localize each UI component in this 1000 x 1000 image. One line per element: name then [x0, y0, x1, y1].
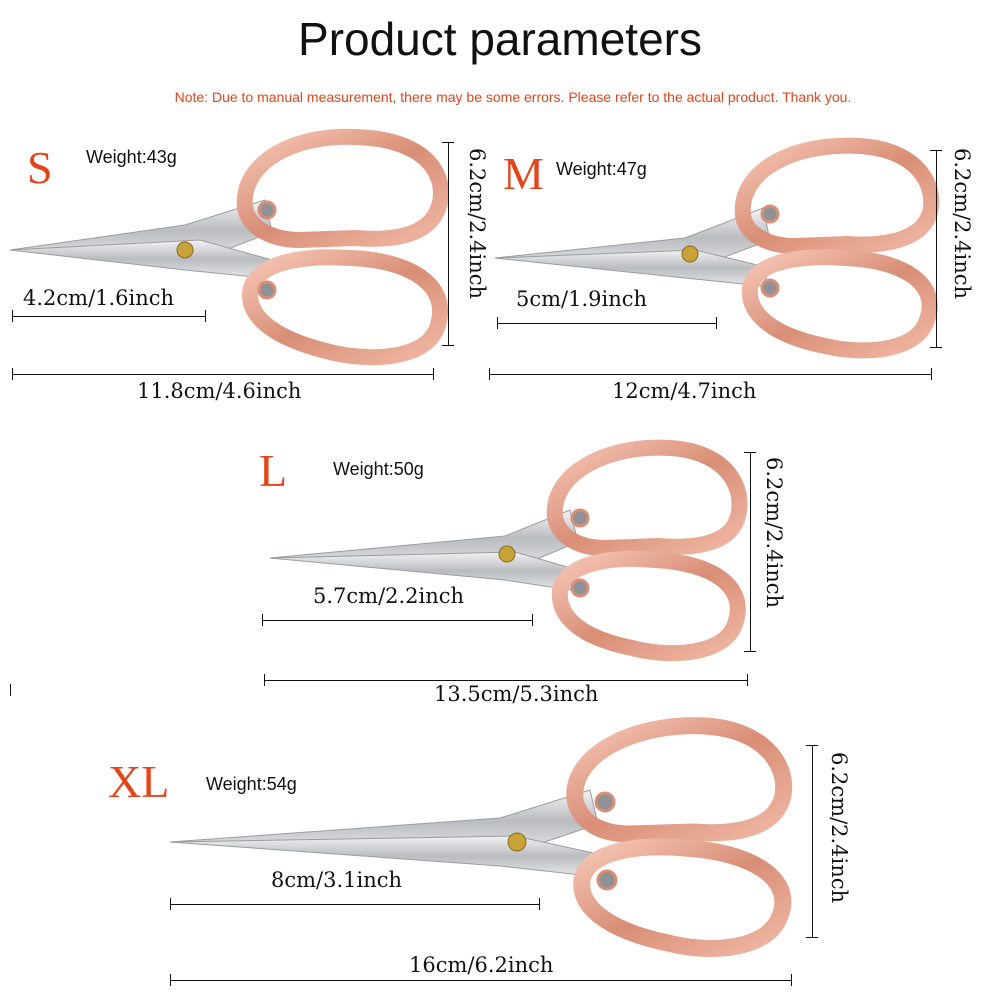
height-dimension-line-s: [442, 142, 454, 346]
blade-length-l: 5.7cm/2.2inch: [313, 584, 465, 608]
total-length-s: 11.8cm/4.6inch: [137, 379, 302, 403]
weight-s: Weight:43g: [86, 147, 177, 167]
height-dimension-line-m: [930, 150, 942, 348]
total-dimension-line-s: [12, 368, 434, 380]
height-dimension-line-xl: [806, 745, 818, 938]
height-l: 6.2cm/2.4inch: [762, 457, 786, 609]
blade-length-m: 5cm/1.9inch: [516, 287, 648, 311]
blade-length-xl: 8cm/3.1inch: [271, 868, 403, 892]
size-label-l: L: [259, 445, 288, 496]
total-length-l: 13.5cm/5.3inch: [434, 682, 599, 706]
total-dimension-line-xl: [170, 974, 792, 986]
height-xl: 6.2cm/2.4inch: [827, 752, 851, 904]
blade-dimension-line-m: [497, 317, 717, 329]
size-label-s: S: [27, 142, 53, 193]
total-length-xl: 16cm/6.2inch: [409, 953, 554, 977]
total-dimension-line-m: [489, 368, 932, 380]
weight-l: Weight:50g: [333, 459, 424, 479]
scissors-icon: [169, 717, 793, 957]
size-label-m: M: [503, 148, 544, 199]
scissors-icon: [494, 137, 940, 359]
divider-tick: [10, 684, 11, 696]
weight-m: Weight:47g: [556, 159, 647, 179]
height-m: 6.2cm/2.4inch: [950, 148, 974, 300]
total-length-m: 12cm/4.7inch: [612, 379, 757, 403]
weight-xl: Weight:54g: [206, 774, 297, 794]
size-label-xl: XL: [108, 756, 170, 807]
total-dimension-line-l: [264, 674, 748, 686]
scissors-icon: [269, 439, 748, 662]
blade-dimension-line-l: [262, 614, 533, 626]
measurement-note: Note: Due to manual measurement, there m…: [174, 89, 852, 105]
height-s: 6.2cm/2.4inch: [465, 148, 489, 300]
page-title: Product parameters: [298, 13, 702, 65]
blade-length-s: 4.2cm/1.6inch: [23, 286, 175, 310]
height-dimension-line-l: [744, 452, 756, 652]
blade-dimension-line-s: [12, 310, 206, 322]
blade-dimension-line-xl: [170, 898, 540, 910]
scissors-icon: [9, 128, 449, 366]
